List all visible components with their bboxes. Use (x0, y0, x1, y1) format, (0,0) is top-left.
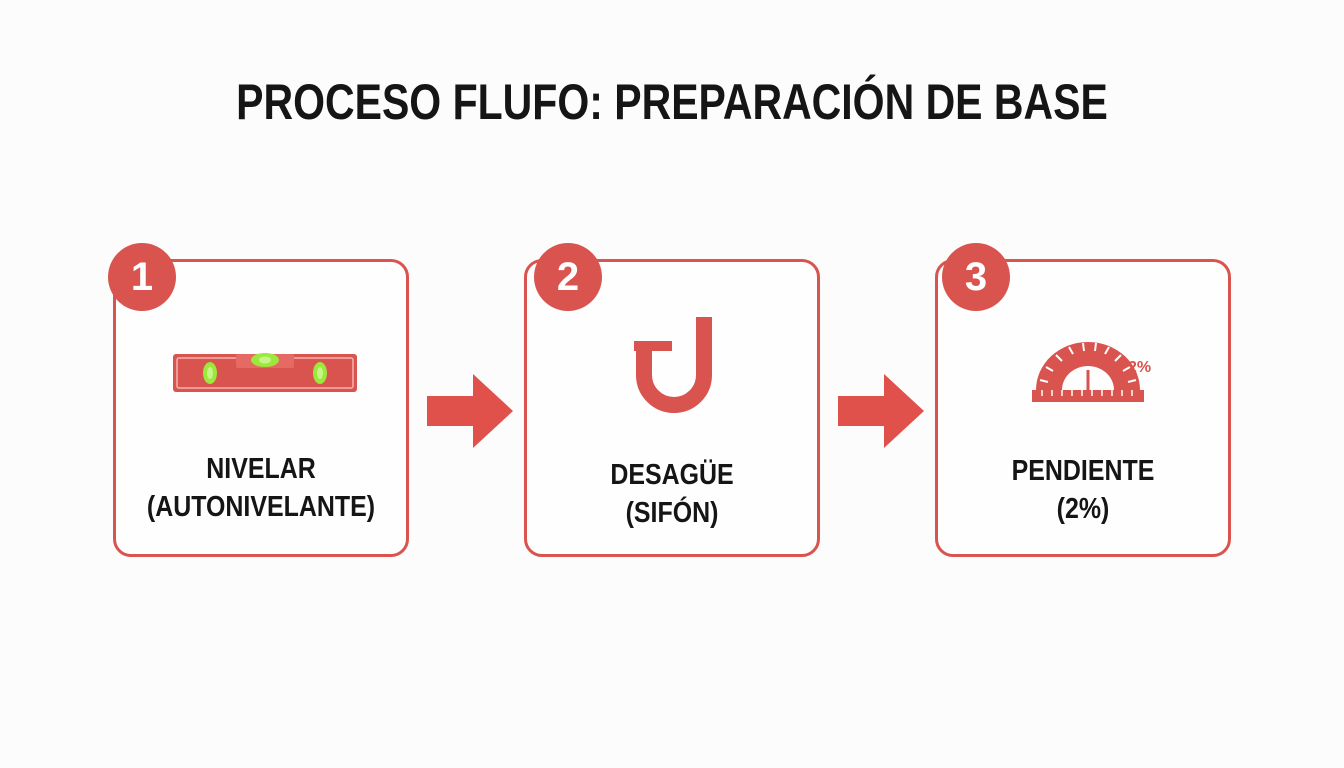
step-label-2: DESAGÜE (SIFÓN) (524, 456, 820, 532)
step-badge-1: 1 (108, 243, 176, 311)
step-badge-3: 3 (942, 243, 1010, 311)
step-badge-2: 2 (534, 243, 602, 311)
step-label-1-line1: NIVELAR (206, 453, 316, 485)
step-label-3-line1: PENDIENTE (1011, 455, 1155, 487)
arrow-right-icon (427, 374, 513, 448)
diagram-title: PROCESO FLUFO: PREPARACIÓN DE BASE (236, 74, 1108, 130)
spirit-level-icon (173, 353, 357, 392)
step-label-2-line1: DESAGÜE (610, 459, 734, 491)
arrow-right-icon (838, 374, 924, 448)
step-label-1-line2: (AUTONIVELANTE) (146, 491, 376, 523)
drain-trap-icon (634, 317, 712, 413)
slope-percent-text: 2% (1128, 359, 1151, 376)
protractor-icon: 2% (1032, 342, 1151, 402)
step-card-3 (935, 259, 1231, 557)
step-label-2-line2: (SIFÓN) (625, 497, 719, 529)
step-card-1 (113, 259, 409, 557)
step-label-3-line2: (2%) (1056, 493, 1110, 525)
step-label-1: NIVELAR (AUTONIVELANTE) (113, 450, 409, 526)
step-label-3: PENDIENTE (2%) (935, 452, 1231, 528)
